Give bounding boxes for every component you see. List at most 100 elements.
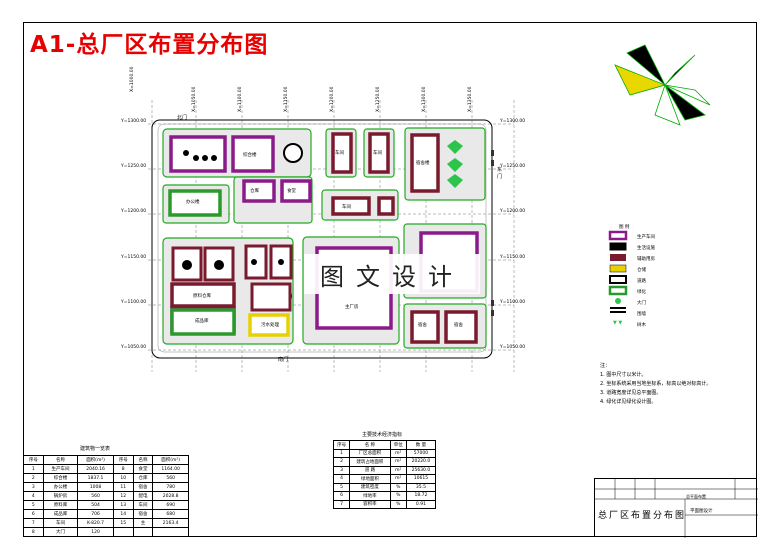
table-cell: 3 xyxy=(332,465,351,475)
table-cell: m² xyxy=(389,474,407,484)
title-block-drawing-name: 总厂区布置分布图 xyxy=(598,511,687,521)
building-label: 综合楼 xyxy=(243,153,257,158)
table-cell: 690 xyxy=(152,500,189,510)
building-table-caption: 建筑物一览表 xyxy=(80,446,111,452)
note-line: 4. 绿化详见绿化设计图。 xyxy=(600,399,657,405)
table-cell xyxy=(132,527,154,537)
table-row: 序号名称面积(m²)序号名称面积(m²) xyxy=(23,455,189,465)
table-cell: 5 xyxy=(23,500,44,510)
table-cell: 宿舍 xyxy=(132,482,154,492)
table-cell: 2 xyxy=(23,473,44,483)
table-cell: 15 xyxy=(112,518,134,528)
legend-item-label: 大门 xyxy=(637,301,646,306)
table-cell: 14 xyxy=(112,509,134,519)
table-cell: 车间 xyxy=(132,500,154,510)
table-cell: 道 路 xyxy=(349,465,391,475)
x-label: X=1000.00 xyxy=(130,66,135,92)
table-cell: 面积(m²) xyxy=(77,455,114,465)
table-cell: m² xyxy=(389,465,407,475)
table-cell: % xyxy=(389,499,407,509)
table-cell: 面积(m²) xyxy=(152,455,189,465)
title-block xyxy=(594,478,758,538)
table-cell: 8 xyxy=(112,464,134,474)
table-cell: 数 量 xyxy=(405,440,437,450)
note-line: 2. 坐标系统采用当地坐标系，标高以绝对标高计。 xyxy=(600,381,712,387)
table-cell: 宿舍 xyxy=(132,509,154,519)
table-cell: 7 xyxy=(23,518,44,528)
table-cell: 2028.8 xyxy=(152,491,189,501)
table-cell: 食堂 xyxy=(132,464,154,474)
x-label: X=1150.00 xyxy=(284,86,289,112)
building-label: 办公楼 xyxy=(186,200,200,205)
y-label: Y=1100.00 xyxy=(121,300,147,305)
building-label: 宿舍 xyxy=(454,323,463,328)
svg-text:▼ ▼: ▼ ▼ xyxy=(613,320,622,326)
table-cell: K-820.7 xyxy=(77,518,114,528)
y-label: Y=1050.00 xyxy=(121,345,147,350)
table-cell: 11 xyxy=(112,482,134,492)
table-cell: 3 xyxy=(23,482,44,492)
table-cell: 5 xyxy=(332,482,351,492)
x-label: X=1100.00 xyxy=(238,86,243,112)
table-cell: m² xyxy=(389,457,407,467)
legend-item-label: 道路 xyxy=(637,279,646,284)
table-cell: m² xyxy=(389,448,407,458)
building-label: 宿舍楼 xyxy=(416,161,430,166)
table-cell: 仓库 xyxy=(132,473,154,483)
legend-item-label: 生产车间 xyxy=(637,235,655,240)
table-cell: % xyxy=(389,482,407,492)
drawing-frame xyxy=(23,22,757,537)
north-gate-label: 北门 xyxy=(177,115,188,121)
x-label: X=1050.00 xyxy=(192,86,197,112)
table-cell: 6 xyxy=(332,491,351,501)
watermark: 图文设计 xyxy=(304,254,480,294)
table-cell: 4 xyxy=(332,474,351,484)
y-label: Y=1050.00 xyxy=(500,345,526,350)
title-block-header: 总平面布置 xyxy=(686,494,706,499)
table-cell: 序号 xyxy=(23,455,44,465)
x-label: X=1200.00 xyxy=(330,86,335,112)
table-cell: 2040.16 xyxy=(77,464,114,474)
legend-item-label: 仓储 xyxy=(637,268,646,273)
table-cell: 560 xyxy=(152,473,189,483)
table-cell: 2 xyxy=(332,457,351,467)
table-cell: 57000 xyxy=(405,448,437,458)
table-cell: 1008 xyxy=(77,482,114,492)
legend-swatches: ▼ ▼ xyxy=(608,230,628,326)
table-cell xyxy=(152,527,189,537)
table-cell: % xyxy=(389,491,407,501)
legend-item-label: 绿化 xyxy=(637,290,646,295)
building-label: 车间 xyxy=(342,205,351,210)
indicator-table-caption: 主要技术经济指标 xyxy=(362,432,403,438)
building-label: 宿舍 xyxy=(418,323,427,328)
x-label: X=1250.00 xyxy=(376,86,381,112)
legend-item-label: 围墙 xyxy=(637,312,646,317)
y-label: Y=1100.00 xyxy=(500,300,526,305)
building-label: 车间 xyxy=(373,151,382,156)
table-cell: 车间 xyxy=(42,518,79,528)
y-label: Y=1250.00 xyxy=(121,164,147,169)
table-cell: 生产车间 xyxy=(42,464,79,474)
table-cell: 名 称 xyxy=(349,440,391,450)
table-cell: 780 xyxy=(152,482,189,492)
table-cell: 504 xyxy=(77,500,114,510)
table-cell: 办公楼 xyxy=(42,482,79,492)
table-cell: 配电 xyxy=(132,491,154,501)
table-cell: 绿地率 xyxy=(349,491,391,501)
table-cell: 6 xyxy=(23,509,44,519)
legend-title: 图 例 xyxy=(619,225,630,230)
drawing-title: A1-总厂区布置分布图 xyxy=(30,32,269,58)
table-cell: 名称 xyxy=(132,455,154,465)
table-cell: 序号 xyxy=(112,455,134,465)
table-cell: 绿地面积 xyxy=(349,474,391,484)
